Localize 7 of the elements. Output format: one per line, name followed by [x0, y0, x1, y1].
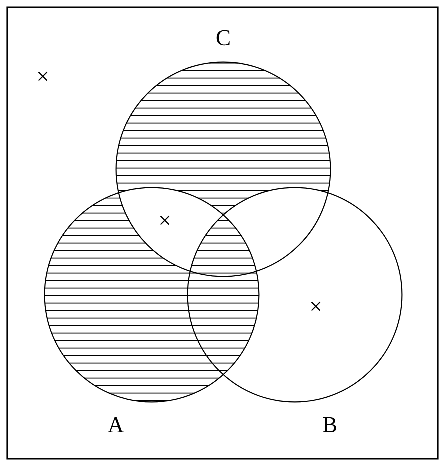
set-label: A	[108, 418, 124, 432]
cross-mark: ×	[160, 216, 170, 226]
universe-box	[6, 6, 439, 460]
set-label: C	[216, 30, 230, 46]
cross-mark: ×	[311, 302, 321, 312]
cross-mark: ×	[38, 72, 48, 82]
set-label: B	[323, 418, 336, 432]
